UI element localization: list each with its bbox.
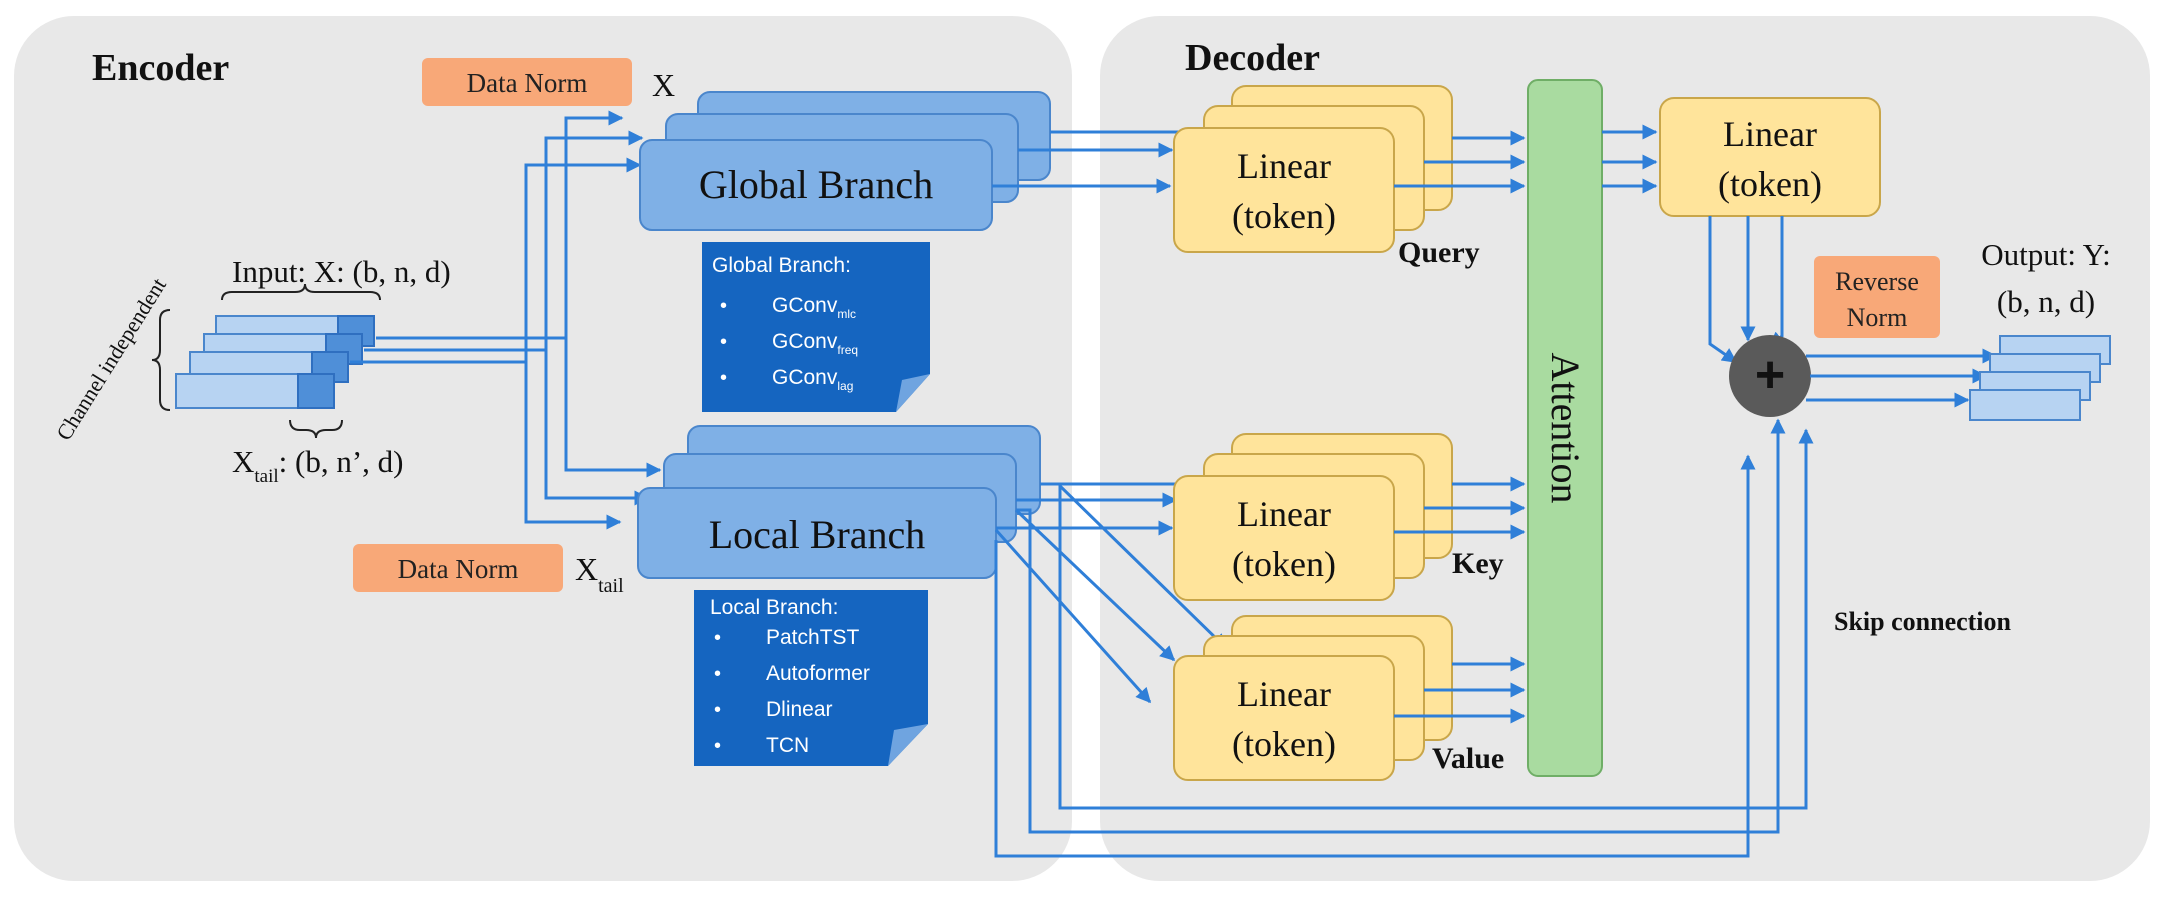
global-branch: Global Branch	[639, 91, 1051, 231]
encoder-title: Encoder	[92, 47, 229, 89]
output-linear-line2: (token)	[1718, 164, 1822, 204]
key-linear-line2: (token)	[1232, 544, 1336, 584]
local-note-item: •	[714, 735, 721, 757]
plus-to-output-arrows	[1806, 348, 1998, 408]
linear-to-attention-arrows	[1394, 130, 1526, 724]
input-top-brace	[221, 283, 381, 301]
key-linear: Linear (token)	[1173, 433, 1453, 601]
key-label: Key	[1452, 547, 1504, 580]
query-linear-line2: (token)	[1232, 196, 1336, 236]
decoder-title: Decoder	[1185, 37, 1320, 79]
reverse-norm-line2: Norm	[1847, 303, 1908, 332]
plus-symbol: +	[1755, 346, 1785, 404]
local-branch-label: Local Branch	[709, 512, 926, 557]
output-linear-line1: Linear	[1723, 114, 1817, 154]
tail-shape-label: Xtail: (b, n’, d)	[232, 444, 404, 487]
global-note-item-3: GConvlag	[772, 366, 853, 393]
reverse-norm-box	[1814, 256, 1940, 338]
global-note-item: •	[720, 367, 727, 389]
channel-brace	[151, 309, 171, 411]
data-norm-bottom-label: Data Norm	[398, 554, 519, 584]
local-branch-note: Local Branch: • PatchTST • Autoformer • …	[694, 590, 928, 766]
local-note-item-4: TCN	[766, 734, 809, 757]
data-norm-bottom-box	[353, 544, 563, 592]
plus-node	[1729, 335, 1811, 417]
attention-block	[1527, 79, 1603, 777]
input-series-stack	[175, 315, 375, 409]
local-note-item-2: Autoformer	[766, 662, 870, 685]
local-note-item-1: PatchTST	[766, 626, 860, 649]
local-branch: Local Branch	[637, 425, 1041, 579]
output-label-line1: Output: Y:	[1981, 237, 2110, 272]
local-note-title: Local Branch:	[710, 596, 838, 619]
data-norm-top-label: Data Norm	[467, 68, 588, 98]
global-note-item-1: GConvmlc	[772, 294, 856, 321]
output-linear	[1659, 97, 1881, 217]
value-linear: Linear (token)	[1173, 615, 1453, 781]
query-label: Query	[1398, 236, 1480, 269]
output-label-line2: (b, n, d)	[1997, 284, 2095, 319]
attention-label: Attention	[1543, 352, 1588, 503]
tail-brace	[289, 419, 343, 439]
attention-to-linear-arrows	[1602, 124, 1658, 194]
global-note-title: Global Branch:	[712, 254, 851, 277]
global-branch-note: Global Branch: • GConvmlc • GConvfreq • …	[702, 242, 930, 412]
local-note-item: •	[714, 627, 721, 649]
global-branch-label: Global Branch	[699, 162, 933, 207]
xtail-label: Xtail	[575, 551, 624, 597]
input-label: Input: X: (b, n, d)	[232, 254, 451, 289]
local-note-item: •	[714, 699, 721, 721]
value-linear-line2: (token)	[1232, 724, 1336, 764]
data-norm-top-box	[422, 58, 632, 106]
local-note-item-3: Dlinear	[766, 698, 833, 721]
value-label: Value	[1432, 742, 1504, 775]
input-arrows	[350, 110, 662, 530]
x-label: X	[652, 67, 675, 103]
global-note-item: •	[720, 295, 727, 317]
local-note-item: •	[714, 663, 721, 685]
reverse-norm-line1: Reverse	[1835, 267, 1919, 296]
global-note-item-2: GConvfreq	[772, 330, 858, 357]
query-linear-line1: Linear	[1237, 146, 1331, 186]
value-linear-line1: Linear	[1237, 674, 1331, 714]
output-series-stack	[1969, 335, 2111, 421]
global-note-item: •	[720, 331, 727, 353]
key-linear-line1: Linear	[1237, 494, 1331, 534]
skip-connection-label: Skip connection	[1834, 607, 2012, 636]
query-linear: Linear (token)	[1173, 85, 1453, 253]
